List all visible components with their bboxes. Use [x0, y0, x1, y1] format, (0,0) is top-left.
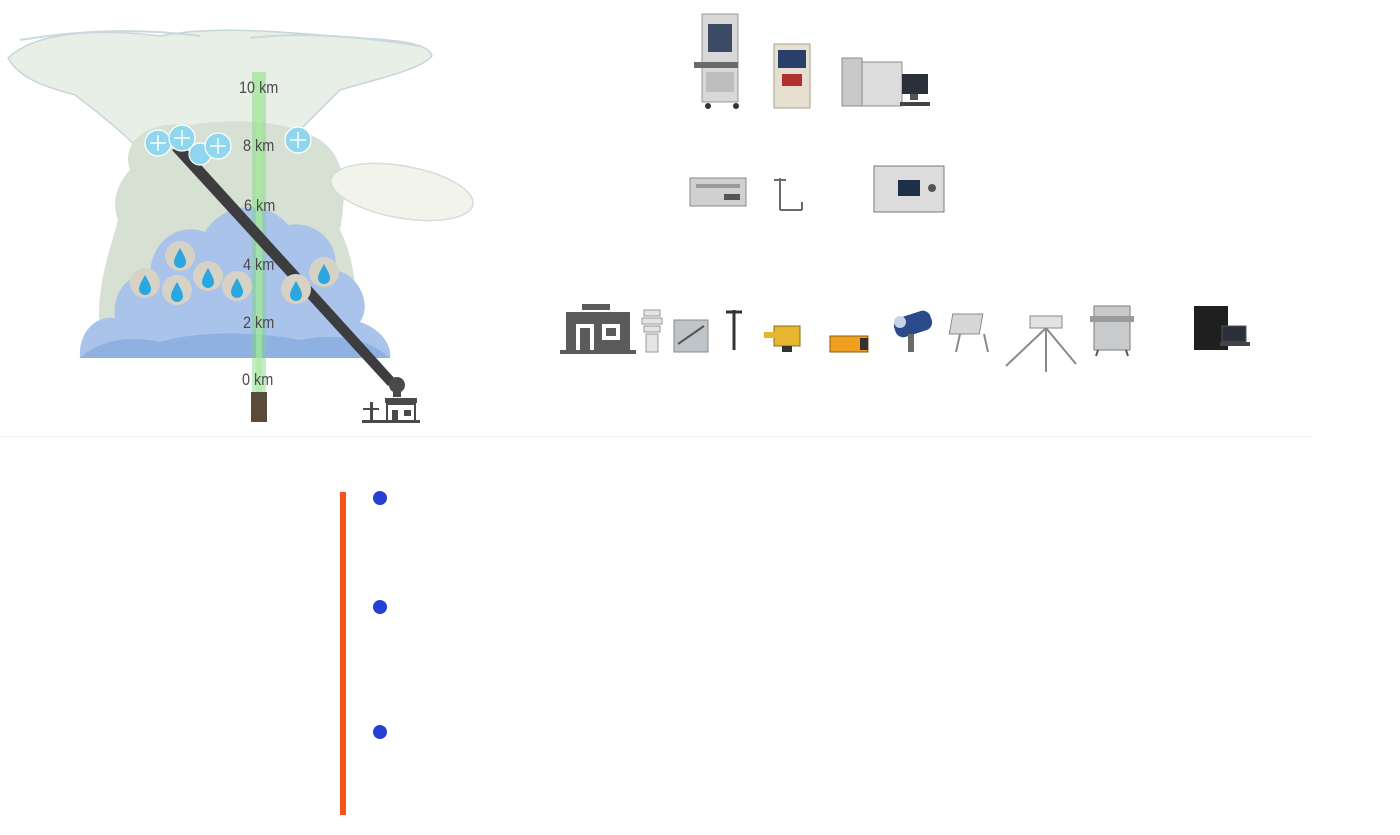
instrument-drum-sampler [1090, 305, 1134, 357]
lidar-base [251, 392, 267, 422]
instrument-orange-probe [829, 335, 869, 353]
instrument-cabinet-tall [694, 13, 739, 109]
instrument-weather-shield [641, 309, 663, 353]
instrument-rack-unit [689, 177, 747, 207]
instrument-row-1 [694, 13, 930, 109]
instrument-row-3 [560, 304, 1250, 372]
bullet-point-3 [373, 725, 387, 739]
instrument-probe [774, 178, 803, 211]
ground-station-icon [362, 377, 420, 423]
instrument-sensor-plate [673, 319, 709, 353]
anvil-cloud [7, 29, 433, 151]
instrument-workstation [841, 57, 930, 107]
bullet-point-2 [373, 600, 387, 614]
radar-beam [172, 144, 396, 386]
instrument-row-2 [689, 165, 945, 213]
illustration-panel: 10 km 8 km 6 km 4 km 2 km 0 km [0, 0, 1310, 437]
instrument-yellow-sensor [764, 325, 801, 352]
altitude-label-8km: 8 km [243, 136, 275, 155]
instrument-tripod-sampler [1005, 315, 1077, 372]
monitoring-station-icon [560, 304, 636, 354]
cloud-diagram-svg [7, 29, 474, 423]
altitude-label-6km: 6 km [244, 196, 276, 215]
side-cloud [330, 162, 474, 222]
instrument-analyzer-box [873, 165, 945, 213]
atmospheric-profile-diagram: 10 km 8 km 6 km 4 km 2 km 0 km [0, 0, 490, 436]
altitude-label-0km: 0 km [242, 370, 274, 389]
instrument-portable-case [1194, 306, 1250, 350]
altitude-label-10km: 10 km [239, 78, 279, 97]
instrument-wind-vane [726, 310, 742, 350]
accent-bar [340, 492, 346, 815]
instrument-ceilometer [893, 310, 933, 352]
instrument-console [773, 43, 811, 109]
altitude-label-4km: 4 km [243, 255, 275, 274]
altitude-label-2km: 2 km [243, 313, 275, 332]
instrument-pyranometer [948, 313, 989, 353]
bullet-point-1 [373, 491, 387, 505]
